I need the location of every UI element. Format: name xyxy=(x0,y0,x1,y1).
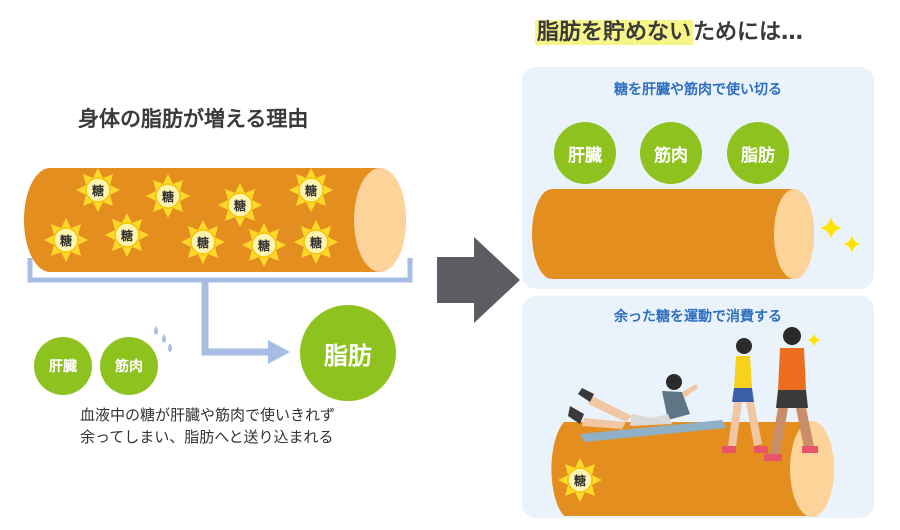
sugar-sun-icon: 糖 xyxy=(104,212,150,258)
sugar-sun-icon: 糖 xyxy=(557,457,603,503)
caption-line: 余ってしまい、脂肪へと送り込まれる xyxy=(80,428,334,446)
title-rest: ためには… xyxy=(693,20,804,45)
exercise-mat xyxy=(580,420,726,442)
sparkle-icon xyxy=(807,333,821,347)
svg-text:糖: 糖 xyxy=(60,233,72,248)
sweat-drop-icon xyxy=(154,326,172,352)
svg-text:糖: 糖 xyxy=(162,189,174,204)
svg-text:糖: 糖 xyxy=(258,238,270,253)
sparkle-icon xyxy=(843,235,861,253)
title-highlight: 脂肪を貯めない xyxy=(535,20,694,45)
flow-arrow xyxy=(201,280,270,356)
panel-exercise: 余った糖を運動で消費する xyxy=(522,296,874,518)
situp-person-icon xyxy=(568,374,698,429)
sugar-sun-icon: 糖 xyxy=(293,219,339,265)
page-title-left: 身体の脂肪が増える理由 xyxy=(78,107,309,131)
panel-title: 糖を肝臓や筋肉で使い切る xyxy=(614,82,782,98)
arrow-right-icon xyxy=(437,237,520,323)
svg-text:糖: 糖 xyxy=(305,183,317,198)
svg-text:糖: 糖 xyxy=(574,473,586,488)
fat-circle: 脂肪 xyxy=(300,305,396,401)
explanation-caption: 血液中の糖が肝臓や筋肉で使いきれず 余ってしまい、脂肪へと送り込まれる xyxy=(80,404,335,448)
muscle-circle: 筋肉 xyxy=(640,122,702,184)
liver-circle: 肝臓 xyxy=(34,337,92,395)
tube-tray xyxy=(27,258,413,283)
page-title-right: 脂肪を貯めないためには… xyxy=(535,14,803,46)
sparkle-icon xyxy=(820,217,842,239)
svg-text:糖: 糖 xyxy=(121,228,133,243)
muscle-circle: 筋肉 xyxy=(100,337,158,395)
sugar-sun-icon: 糖 xyxy=(145,173,191,219)
liver-circle: 肝臓 xyxy=(554,122,616,184)
sugar-sun-icon: 糖 xyxy=(288,167,334,213)
fat-circle: 脂肪 xyxy=(727,122,789,184)
runner-woman-icon xyxy=(722,338,768,453)
svg-text:糖: 糖 xyxy=(92,183,104,198)
sugar-sun-icon: 糖 xyxy=(217,182,263,228)
panel-title: 余った糖を運動で消費する xyxy=(614,309,782,325)
slim-tube-graphic xyxy=(532,189,861,279)
panel-use-up: 糖を肝臓や筋肉で使い切る 肝臓 筋肉 脂肪 xyxy=(522,67,874,289)
exercise-graphic: 糖 xyxy=(551,327,834,517)
runner-man-icon xyxy=(764,327,818,461)
sugar-sun-icon: 糖 xyxy=(43,217,89,263)
caption-line: 血液中の糖が肝臓や筋肉で使いきれず xyxy=(80,406,336,424)
sugar-sun-icon: 糖 xyxy=(241,222,287,268)
svg-text:糖: 糖 xyxy=(310,235,322,250)
flow-arrow-head xyxy=(268,340,290,364)
svg-text:糖: 糖 xyxy=(234,198,246,213)
sugar-sun-icon: 糖 xyxy=(75,167,121,213)
svg-text:糖: 糖 xyxy=(197,235,209,250)
sugar-sun-icon: 糖 xyxy=(180,219,226,265)
